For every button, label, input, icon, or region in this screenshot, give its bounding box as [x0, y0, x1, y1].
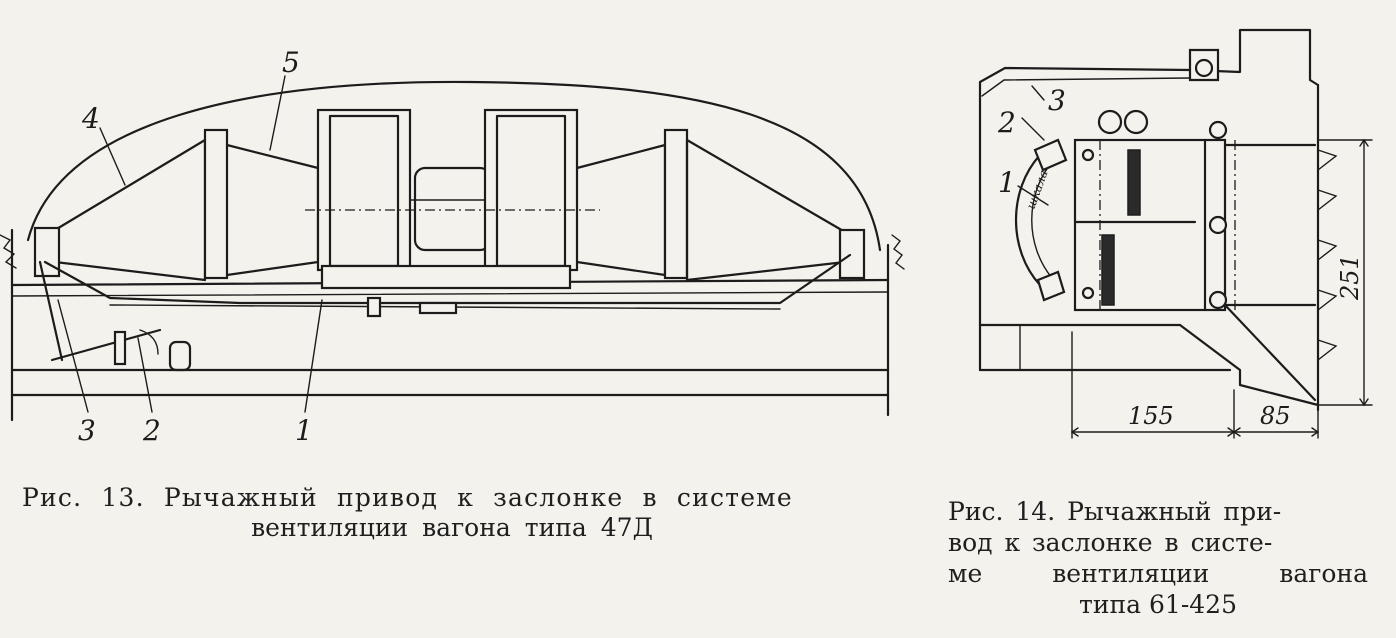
callout-1: 1: [998, 166, 1016, 199]
damper-box: [1073, 138, 1227, 312]
roof-profile: [978, 28, 1320, 102]
figure-14-caption-line-3: ме вентиляции вагона: [948, 559, 1368, 588]
handle-bracket: [113, 330, 127, 366]
right-flange: [663, 128, 689, 280]
dim-85: 85: [1260, 402, 1291, 430]
callout-3: 3: [1048, 84, 1066, 117]
small-window: [168, 340, 192, 372]
roof-arc: [26, 80, 882, 252]
callout-5: 5: [282, 46, 300, 79]
callout-3: 3: [78, 414, 96, 447]
figure-13-caption: Рис. 13. Рычажный привод к заслонке в си…: [22, 483, 902, 543]
damper-blade-lower: [1101, 234, 1115, 306]
figure-14-caption-line-4: типа 61-425: [1079, 590, 1237, 619]
rod-coupler-2: [418, 301, 458, 315]
figure-13-caption-line-1: Рис. 13. Рычажный привод к заслонке в си…: [22, 483, 793, 512]
right-duct: [685, 138, 847, 282]
motor-body: [413, 166, 492, 252]
ceiling-line-2: [11, 291, 889, 297]
figure-14-drawing: шкала 155 85 251 1 2 3: [940, 0, 1396, 460]
right-fan-housing-outer: [483, 108, 579, 272]
damper-handle: [1033, 138, 1068, 172]
callout-1: 1: [295, 414, 313, 447]
figure-13-svg: 4 5 3 2 1: [0, 46, 905, 447]
figure-14-caption-line-1: Рис. 14. Рычажный при-: [948, 497, 1282, 526]
handle-link: [38, 260, 64, 362]
handle-arrow: [139, 329, 159, 355]
figure-14-caption-line-2: вод к заслонке в систе-: [948, 528, 1273, 557]
left-duct: [53, 138, 207, 282]
lever-rod: [43, 253, 852, 305]
rod-coupler-1: [366, 296, 382, 318]
left-flange: [203, 128, 229, 280]
base-plate: [320, 264, 572, 290]
teeth: [1317, 149, 1338, 361]
callout-4: 4: [81, 102, 100, 135]
handle-lever: [50, 328, 162, 362]
figure-13-drawing: 4 5 3 2 1: [0, 0, 930, 460]
callout-2: 2: [997, 106, 1016, 139]
figure-13-caption-line-2: вентиляции вагона типа 47Д: [251, 513, 653, 542]
right-grill: [838, 228, 866, 280]
scale-arc: [1015, 153, 1042, 287]
left-cone: [225, 143, 320, 277]
damper-blade-upper: [1127, 149, 1141, 216]
figure-14-caption: Рис. 14. Рычажный при- вод к заслонке в …: [948, 496, 1368, 620]
dim-155: 155: [1128, 402, 1174, 430]
callout-2: 2: [142, 414, 161, 447]
figure-14-svg: шкала 155 85 251 1 2 3: [978, 28, 1373, 439]
left-fan-housing-outer: [316, 108, 412, 272]
dim-251: 251: [1336, 254, 1364, 301]
